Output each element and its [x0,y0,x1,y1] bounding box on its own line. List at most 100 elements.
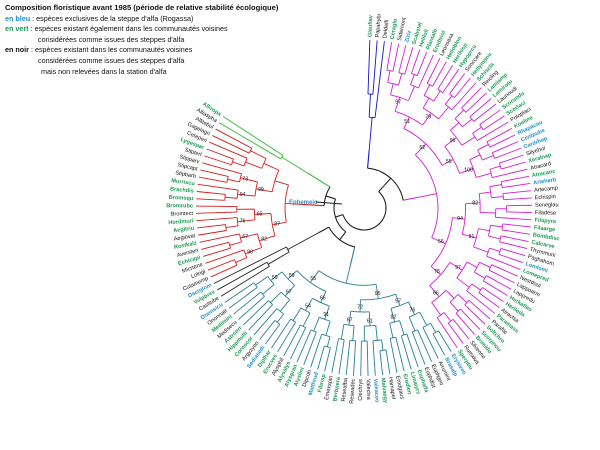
branch-stem [368,94,371,118]
branch-arc [236,217,239,226]
branch-leaf [210,264,238,278]
branch-arc [415,154,439,238]
branch-stem [466,261,478,268]
branch-arc [449,294,459,303]
branch-stem [394,97,401,112]
branch-stem [320,291,327,303]
branch-stem [287,232,319,250]
branch-leaf [501,175,530,183]
branch-leaf [495,216,532,221]
branch-stem [430,323,437,333]
branch-leaf [198,230,227,236]
branch-leaf [468,299,491,320]
branch-leaf [197,224,226,229]
branch-stem [274,180,289,186]
branch-leaf [432,333,446,356]
leaf-label: Stipparv [179,154,201,165]
branch-leaf [366,340,369,376]
leaf-label: Resealba [341,377,350,402]
branch-leaf [202,162,242,175]
branch-stem [270,271,283,281]
legend: Composition floristique avant 1985 (péri… [5,3,278,77]
branch-stem [489,184,502,188]
branch-leaf [379,350,384,376]
bootstrap-value: 96 [450,138,456,144]
branch-leaf [465,92,487,113]
branch-stem [445,289,455,299]
branch-arc [479,124,484,130]
branch-stem [381,339,384,351]
branch-arc [491,152,496,159]
branch-leaf [502,190,532,195]
branch-leaf [196,217,238,222]
branch-stem [262,284,275,295]
branch-arc [338,338,345,341]
branch-stem [488,235,501,240]
branch-leaf [215,128,252,149]
branch-stem [433,90,441,102]
branch-leaf [411,331,426,365]
clade-stem [367,150,370,169]
branch-stem [419,311,428,326]
branch-arc [300,307,311,314]
leaf-label: Rostkalz [174,240,198,251]
branch-leaf [277,321,296,353]
branch-arc [379,349,387,352]
branch-leaf [476,121,509,141]
branch-leaf [206,148,234,160]
root-arc [342,191,387,231]
branch-stem [480,211,496,214]
leaf-label: Stipterl [184,147,202,158]
branch-leaf [317,345,325,370]
branch-stem [476,172,492,178]
branch-stem [478,228,490,232]
branch-stem [224,196,238,199]
bootstrap-value: 72 [357,304,363,310]
bootstrap-value: 66 [433,290,439,296]
branch-stem [462,118,473,128]
root-stem [335,214,344,218]
branch-stem [431,302,442,316]
branch-leaf [499,154,524,164]
branch-stem [471,283,481,291]
branch-leaf [213,246,287,284]
branch-arc [398,72,405,75]
branch-leaf [203,247,231,257]
branch-arc [431,289,447,303]
branch-stem [462,233,477,239]
branch-leaf [219,122,282,160]
branch-leaf [283,324,301,356]
legend-green-key: en vert [5,24,29,34]
branch-leaf [501,161,526,170]
branch-arc [261,158,267,169]
branch-stem [292,307,302,321]
bootstrap-value: 55 [310,276,316,282]
leaf-label: Erodgaus [394,375,405,400]
branch-stem [415,143,427,156]
branch-stem [449,301,459,312]
branch-leaf [392,43,400,72]
branch-stem [459,168,474,174]
branch-leaf [228,287,258,309]
branch-arc [253,282,258,288]
branch-arc [469,116,475,122]
branch-arc [390,94,409,102]
branch-arc [437,88,444,93]
branch-leaf [386,42,393,71]
branch-stem [469,154,481,161]
branch-stem [287,270,298,280]
bootstrap-value: 54 [305,304,311,310]
branch-leaf [491,264,518,277]
bootstrap-value: 62 [419,145,425,151]
leaf-label: Malvaegy [379,378,388,405]
branch-leaf [455,312,475,335]
branch-leaf [374,41,385,118]
branch-leaf [500,248,526,257]
bootstrap-value: 97 [274,221,280,227]
leaf-label: Ceraglo [390,18,399,40]
branch-stem [418,193,437,198]
leaf-label: Emexspin [324,375,335,400]
branch-arc [243,249,248,258]
branch-leaf [197,183,239,191]
leaf-label: Artecamp [534,185,558,193]
